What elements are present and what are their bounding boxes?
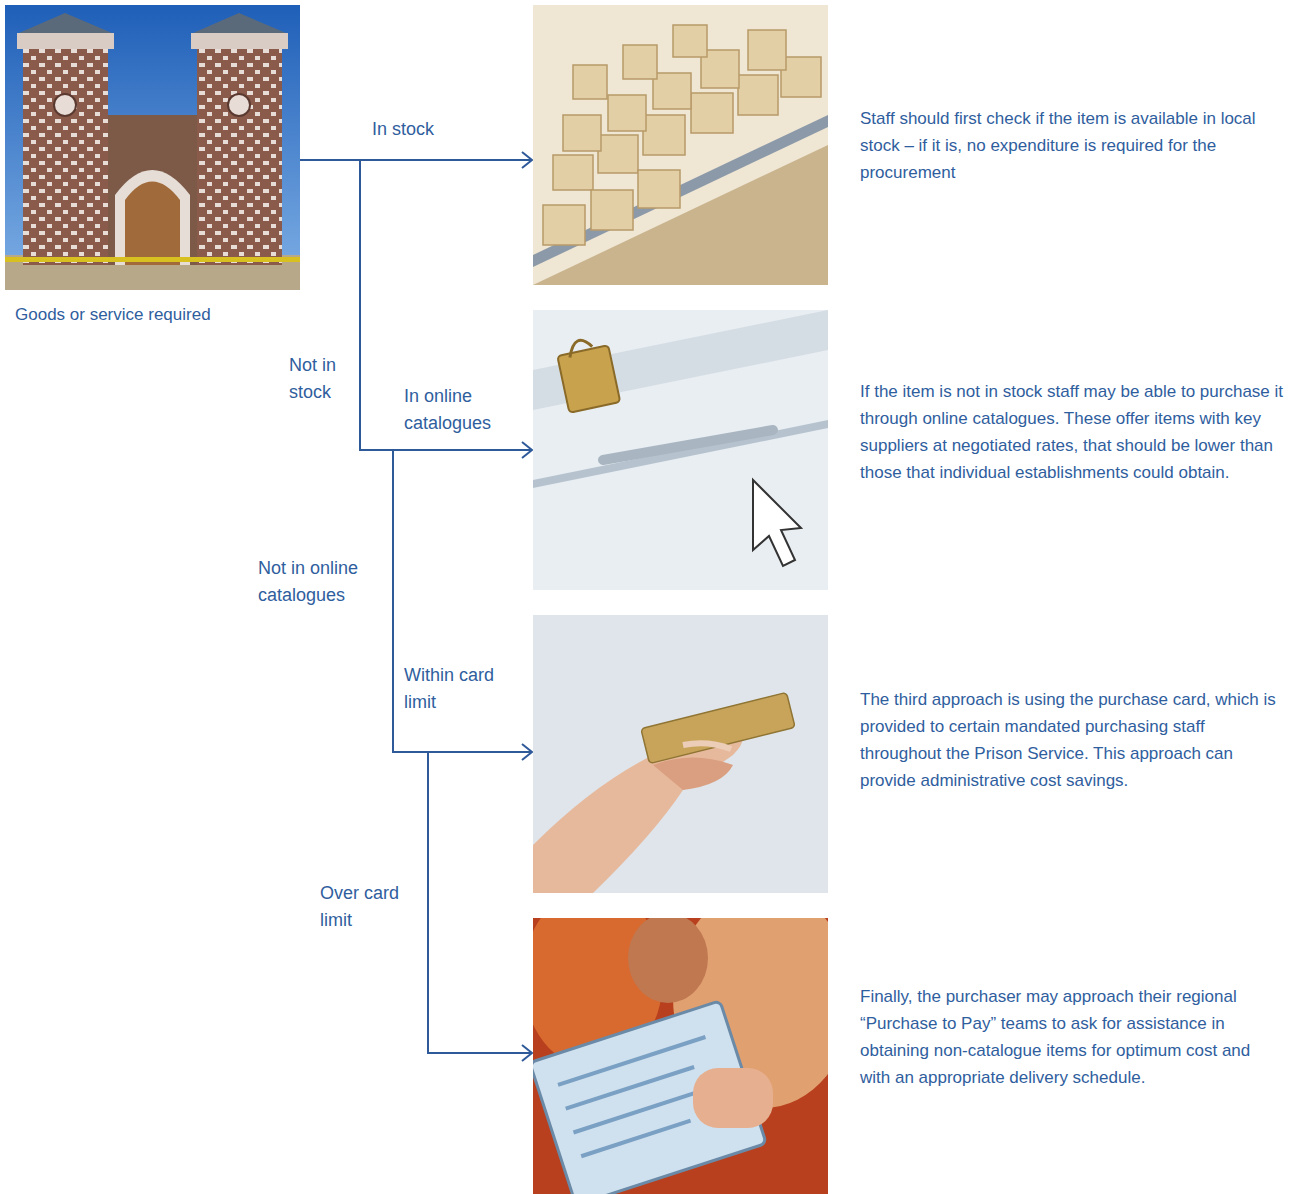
step-description: Staff should first check if the item is … <box>860 105 1285 186</box>
purchase-to-pay-photo <box>533 918 828 1194</box>
flow-arrow <box>300 160 532 450</box>
branch-label: Not in online catalogues <box>258 555 386 609</box>
step-description: The third approach is using the purchase… <box>860 686 1285 794</box>
flow-arrow <box>300 160 532 752</box>
step-description: Finally, the purchaser may approach thei… <box>860 983 1285 1091</box>
branch-label: In online catalogues <box>404 383 504 437</box>
start-photo-box: Goods or service required <box>5 5 300 332</box>
stock-photo <box>533 5 828 285</box>
photo-caption: Goods or service required <box>15 301 300 328</box>
process-box: If the item is not in stock staff may be… <box>533 310 1290 590</box>
process-box: Staff should first check if the item is … <box>533 5 1290 285</box>
catalogue-photo <box>533 310 828 590</box>
process-box: The third approach is using the purchase… <box>533 615 1290 893</box>
process-box: Finally, the purchaser may approach thei… <box>533 918 1290 1194</box>
card-photo <box>533 615 828 893</box>
prison-photo <box>5 5 300 290</box>
step-description: If the item is not in stock staff may be… <box>860 378 1285 486</box>
branch-label: In stock <box>372 116 462 143</box>
branch-label: Within card limit <box>404 662 499 716</box>
branch-label: Over card limit <box>320 880 410 934</box>
branch-label: Not in stock <box>289 352 353 406</box>
